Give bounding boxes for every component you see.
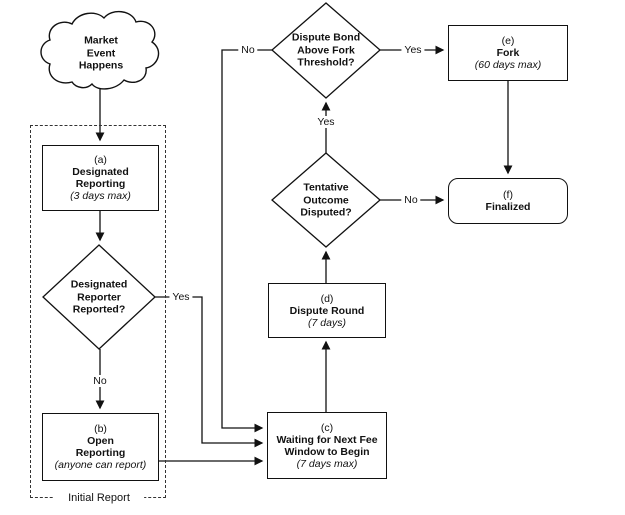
decision-dispute-bond-above-fork-label: Dispute Bond Above Fork Threshold? <box>291 31 361 69</box>
node-tag: (f) <box>503 189 513 201</box>
edge-label-no-tentative: No <box>401 194 421 206</box>
node-waiting-fee-window: (c) Waiting for Next Fee Window to Begin… <box>267 412 387 479</box>
arrow-no-bond-to-waiting <box>221 49 272 433</box>
edge-label-no-bond: No <box>238 44 258 56</box>
node-tag: (d) <box>320 292 334 305</box>
node-finalized: (f) Finalized <box>448 178 568 224</box>
node-fork: (e) Fork (60 days max) <box>448 25 568 81</box>
initial-report-label: Initial Report <box>54 492 144 504</box>
market-event-cloud <box>40 11 160 90</box>
node-tag: (e) <box>501 35 515 47</box>
decision-designated-reporter-reported-label: Designated Reporter Reported? <box>70 278 128 316</box>
decision-tentative-outcome-disputed <box>271 152 381 248</box>
edge-label-yes-bond: Yes <box>401 44 425 56</box>
node-designated-reporting: (a) Designated Reporting (3 days max) <box>42 145 159 211</box>
edge-label-yes-tentative: Yes <box>314 116 338 128</box>
decision-dispute-bond-above-fork <box>271 2 381 99</box>
node-dispute-round: (d) Dispute Round (7 days) <box>268 283 386 338</box>
edge-label-no-designated: No <box>90 375 110 387</box>
node-tag: (b) <box>94 423 107 435</box>
node-tag: (a) <box>94 154 107 166</box>
edge-label-yes-designated: Yes <box>169 291 193 303</box>
market-event-label: Market Event Happens <box>78 34 124 72</box>
decision-tentative-outcome-disputed-label: Tentative Outcome Disputed? <box>300 181 352 219</box>
decision-designated-reporter-reported <box>42 244 156 350</box>
arrow-yes-designated-to-waiting <box>155 296 264 448</box>
node-tag: (c) <box>320 421 334 434</box>
node-open-reporting: (b) Open Reporting (anyone can report) <box>42 413 159 481</box>
